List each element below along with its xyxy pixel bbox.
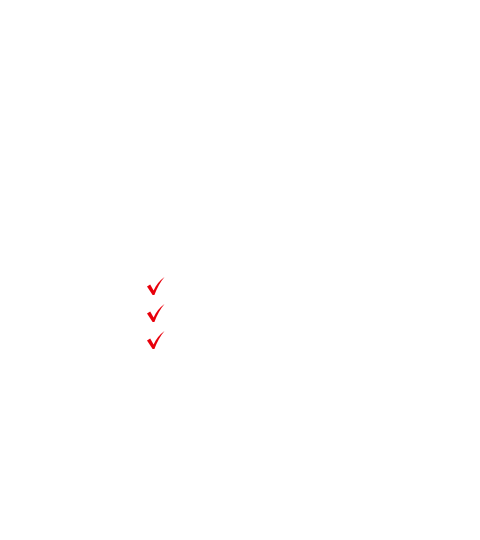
list-item: [146, 326, 166, 353]
checkmark-icon: [146, 303, 166, 323]
checkmark-icon: [146, 276, 166, 296]
list-item: [146, 272, 166, 299]
checkmark-icon: [146, 330, 166, 350]
list-item: [146, 299, 166, 326]
checklist: [146, 272, 166, 353]
